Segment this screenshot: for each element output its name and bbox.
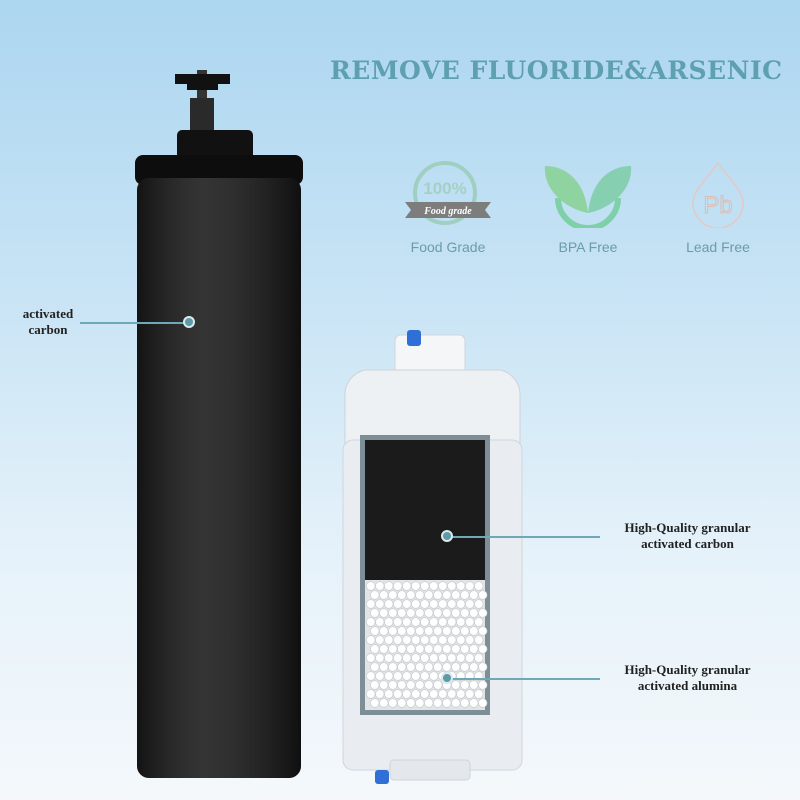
callout-line2: activated carbon xyxy=(641,536,734,551)
callout-dot xyxy=(441,530,453,542)
headline: REMOVE FLUORIDE&ARSENIC xyxy=(330,56,783,85)
badge-label: BPA Free xyxy=(558,239,618,255)
callout-dot xyxy=(183,316,195,328)
callout-line1: High-Quality granular xyxy=(624,520,751,535)
food-grade-icon: 100% Food grade xyxy=(405,161,491,225)
callout-line1: activated xyxy=(22,306,74,321)
leaf-icon xyxy=(544,166,632,231)
badge-lead-free: Pb Lead Free xyxy=(663,158,773,255)
callout-line2: carbon xyxy=(28,322,68,337)
black-carbon-filter xyxy=(135,70,303,778)
emblem-percent: 100% xyxy=(423,179,466,198)
callout-dot xyxy=(441,672,453,684)
callout-line2: activated alumina xyxy=(637,678,738,693)
callout-granular-carbon: High-Quality granular activated carbon xyxy=(600,520,775,552)
badge-food-grade: 100% Food grade Food Grade xyxy=(393,158,503,255)
lead-free-drop-icon: Pb xyxy=(692,161,744,229)
emblem-ribbon: Food grade xyxy=(423,206,472,217)
white-fluoride-filter xyxy=(342,330,523,784)
callout-leader xyxy=(80,322,188,324)
badge-bpa-free: BPA Free xyxy=(533,158,643,255)
callout-line1: High-Quality granular xyxy=(624,662,751,677)
callout-granular-alumina: High-Quality granular activated alumina xyxy=(600,662,775,694)
callout-leader xyxy=(450,678,600,680)
badge-label: Food Grade xyxy=(410,239,486,255)
callout-activated-carbon: activated carbon xyxy=(8,306,88,338)
badge-label: Lead Free xyxy=(686,239,750,255)
callout-leader xyxy=(450,536,600,538)
emblem-pb: Pb xyxy=(703,192,732,219)
